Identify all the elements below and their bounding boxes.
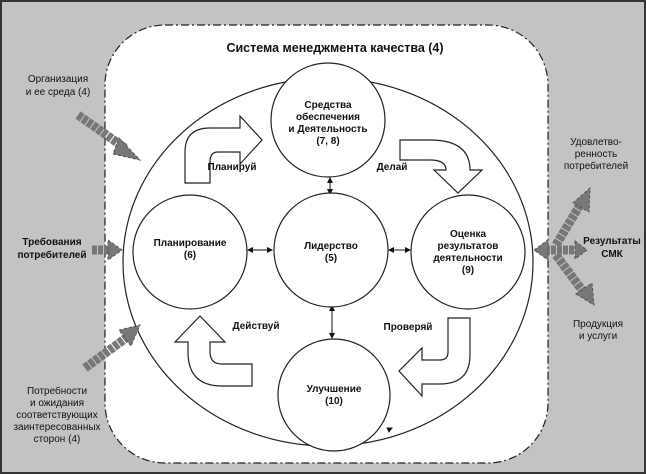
act-arrow (173, 315, 253, 387)
svg-text:(9): (9) (462, 265, 474, 276)
svg-text:СМК: СМК (601, 249, 623, 260)
label-satisfaction: Удовлетво- ренность потребителей (564, 137, 628, 172)
node-leadership: Лидерство (5) (273, 192, 389, 308)
do-arrow (399, 139, 484, 194)
svg-text:потребителей: потребителей (17, 249, 86, 261)
svg-text:сторон (4): сторон (4) (34, 434, 81, 445)
input-arrow-stakeholders (82, 324, 141, 372)
do-label: Делай (377, 162, 408, 173)
check-arrow (398, 317, 471, 398)
node-evaluation: Оценка результатов деятельности (9) (410, 194, 526, 310)
svg-text:потребителей: потребителей (564, 160, 628, 172)
input-arrow-organization (75, 111, 142, 161)
svg-text:Потребности: Потребности (27, 385, 87, 397)
svg-text:Удовлетво-: Удовлетво- (570, 137, 622, 148)
label-stakeholders: Потребности и ожидания соответствующих з… (13, 385, 100, 445)
svg-text:Лидерство: Лидерство (304, 241, 358, 252)
node-planning: Планирование (6) (132, 194, 248, 310)
svg-text:и Деятельность: и Деятельность (288, 124, 367, 135)
check-label: Проверяй (384, 322, 433, 333)
node-support: Средства обеспечения и Деятельность (7, … (270, 62, 386, 178)
label-results: Результаты СМК (583, 236, 641, 260)
svg-text:и услуги: и услуги (579, 331, 617, 342)
cycle-arrowhead (386, 427, 393, 433)
svg-text:и ее среда (4): и ее среда (4) (26, 87, 91, 98)
svg-text:результатов: результатов (438, 241, 499, 252)
label-organization: Организация и ее среда (4) (26, 74, 91, 98)
svg-text:деятельности: деятельности (433, 253, 502, 264)
diagram-title: Система менеджмента качества (4) (226, 41, 443, 55)
act-label: Действуй (232, 321, 279, 332)
label-requirements: Требования потребителей (17, 236, 86, 261)
output-arrows (533, 186, 595, 306)
svg-text:(6): (6) (184, 250, 196, 261)
svg-text:(10): (10) (325, 396, 343, 407)
svg-text:Требования: Требования (22, 236, 81, 248)
svg-text:(5): (5) (325, 253, 337, 264)
svg-text:Средства: Средства (304, 100, 352, 111)
svg-text:Продукция: Продукция (573, 319, 623, 330)
svg-text:ренность: ренность (575, 149, 618, 160)
input-arrow-requirements (92, 239, 123, 261)
plan-label: Планируй (208, 162, 257, 173)
plan-arrow (184, 114, 263, 184)
svg-text:Планирование: Планирование (154, 238, 227, 249)
svg-text:обеспечения: обеспечения (296, 111, 360, 123)
svg-text:Результаты: Результаты (583, 236, 641, 247)
node-improvement: Улучшение (10) (277, 338, 391, 452)
svg-text:и ожидания: и ожидания (30, 398, 84, 409)
svg-text:соответствующих: соответствующих (16, 410, 97, 421)
label-products: Продукция и услуги (573, 319, 623, 342)
svg-text:Оценка: Оценка (450, 229, 487, 240)
svg-text:Организация: Организация (28, 74, 88, 85)
svg-text:Улучшение: Улучшение (307, 384, 362, 395)
svg-text:заинтересованных: заинтересованных (13, 422, 100, 433)
svg-text:(7, 8): (7, 8) (316, 136, 339, 147)
